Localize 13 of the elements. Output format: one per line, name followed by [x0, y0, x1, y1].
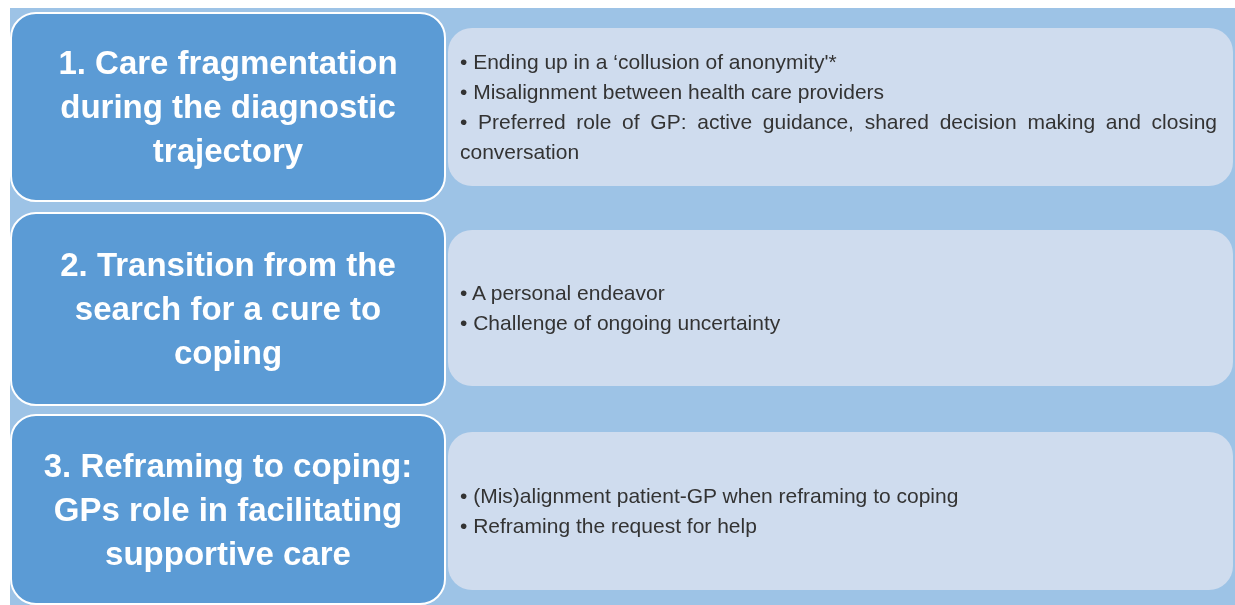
subtheme-panel [448, 230, 1233, 386]
theme-heading-box: 2. Transition from the search for a cure to coping [10, 212, 446, 406]
theme-heading-box: 1. Care fragmentation during the diagnostic trajectory [10, 12, 446, 202]
bullet-item: • Reframing the request for help [460, 513, 758, 539]
theme-heading-box: 3. Reframing to coping: GPs role in facilitating supportive care [10, 414, 446, 605]
subtheme-panel [448, 28, 1233, 186]
bullet-item: • (Mis)alignment patient-GP when reframing to coping [460, 483, 960, 509]
subtheme-panel [448, 432, 1233, 590]
bullet-item: • A personal endeavor [460, 280, 666, 306]
bullet-item: • Ending up in a ‘collusion of anonymity'* [460, 49, 838, 75]
bullet-item: • Challenge of ongoing uncertainty [460, 310, 782, 336]
bullet-item: • Misalignment between health care providers [460, 79, 886, 105]
bullet-item: • Preferred role of GP: active guidance, shared decision making and closing conversation [460, 109, 1217, 165]
